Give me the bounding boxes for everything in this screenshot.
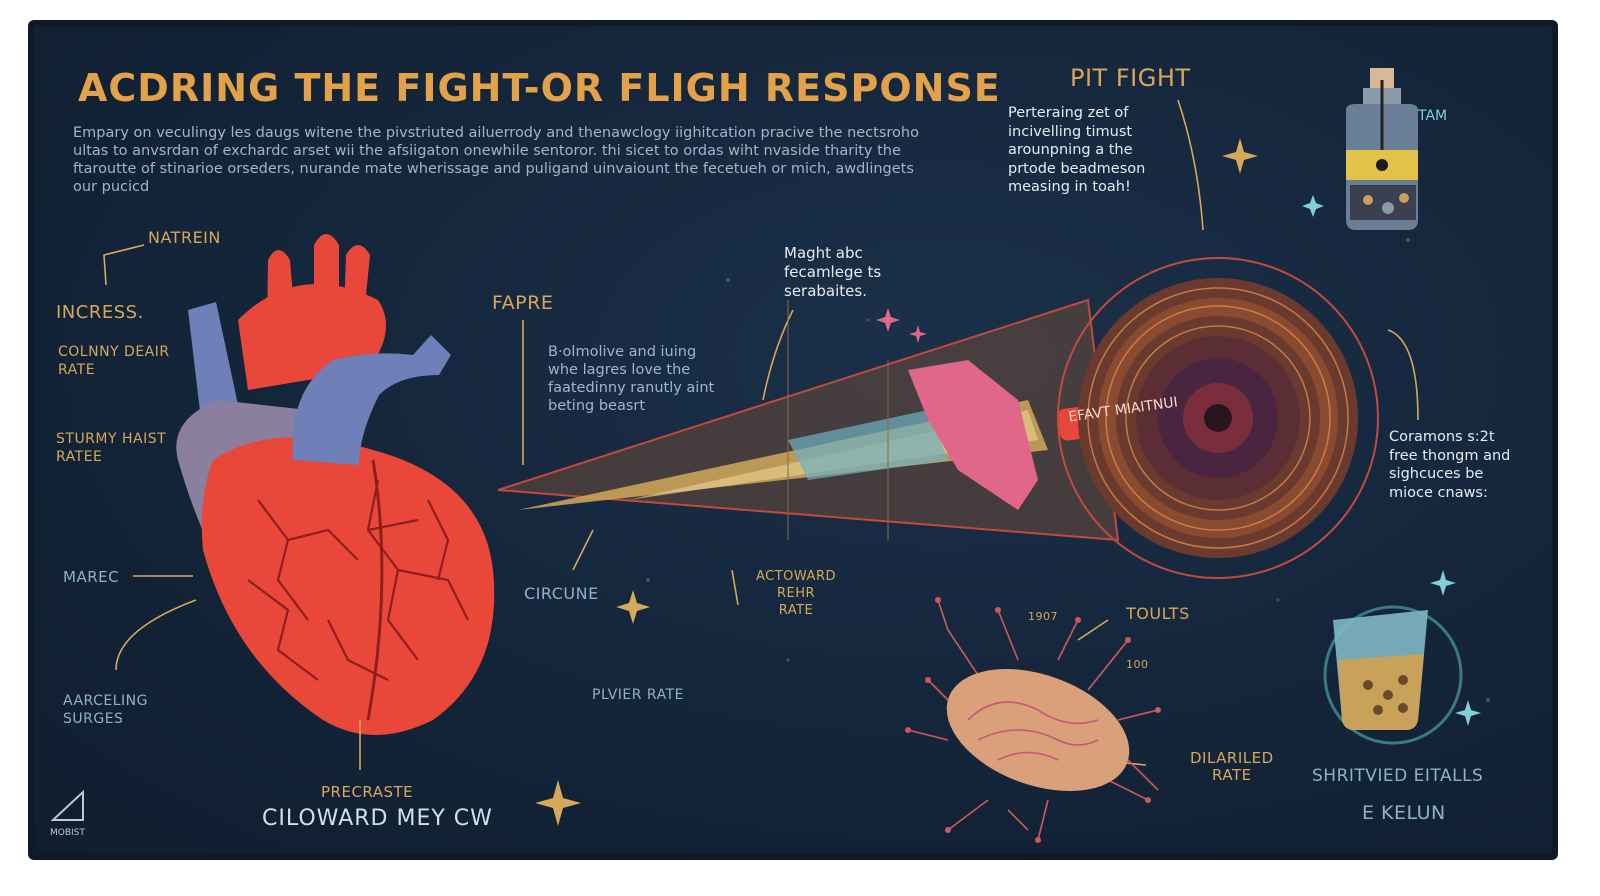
label-maght-abc: Maght abc fecamlege ts serabaites.	[784, 244, 882, 300]
label-e-kelun: E KELUN	[1362, 802, 1446, 824]
label-actoward-rehr-rate: ACTOWARD REHR RATE	[756, 569, 836, 618]
illustration-layer	[50, 68, 1490, 843]
glass-jar-icon	[1323, 605, 1463, 745]
label-toults: TOULTS	[1126, 604, 1190, 623]
label-dilarled-rate: DILARILED RATE	[1190, 749, 1274, 784]
label-shritvied-eitalls: SHRITVIED EITALLS	[1312, 766, 1484, 786]
target-rings	[1057, 257, 1379, 579]
label-fapre: FAPRE	[492, 292, 554, 314]
sparkle-icon	[1302, 195, 1481, 726]
page-title: ACDRING THE FIGHT-OR FLIGH RESPONSE	[78, 66, 1001, 110]
label-colny-dear-rate: COLNNY DEAIR RATE	[58, 344, 170, 378]
label-coramons: Coramons s:2t free thongm and sighcuces …	[1389, 429, 1511, 501]
label-sturmy-haist-ratee: STURMY HAIST RATEE	[56, 431, 167, 465]
label-marec: MAREC	[63, 568, 120, 586]
label-tam: TAM	[1418, 108, 1448, 124]
neuron-illustration	[905, 597, 1161, 843]
heart-illustration	[176, 234, 495, 735]
label-aarceling-surges: AARCELING SURGES	[63, 693, 148, 727]
label-plvier-rate: PLVIER RATE	[592, 687, 684, 703]
label-cloward-mey-cw: CILOWARD MEY CW	[262, 806, 493, 831]
label-bolmolive: B·olmolive and iuing whe lagres love the…	[548, 344, 715, 414]
leader-lines	[103, 99, 1419, 770]
label-natrein: NATREIN	[148, 228, 221, 247]
label-100: 100	[1126, 658, 1149, 671]
label-incress: INCRESS.	[56, 302, 144, 323]
bottle-icon	[1346, 68, 1418, 230]
sparkle-icon	[876, 308, 927, 343]
infographic-board: ACDRING THE FIGHT-OR FLIGH RESPONSE Empa…	[28, 20, 1558, 860]
logo-text: MOBIST	[50, 828, 85, 838]
label-circune: CIRCUNE	[524, 584, 599, 603]
label-pit-fight: PIT FIGHT	[1070, 64, 1191, 92]
sparkle-icon	[535, 138, 1258, 826]
label-precraste: PRECRASTE	[321, 783, 414, 801]
label-1907: 1907	[1028, 610, 1058, 623]
intro-paragraph: Empary on veculingy les daugs witene the…	[73, 125, 919, 195]
logo-mark	[50, 789, 84, 821]
label-pertering: Perteraing zet of incivelling timust aro…	[1008, 105, 1146, 195]
